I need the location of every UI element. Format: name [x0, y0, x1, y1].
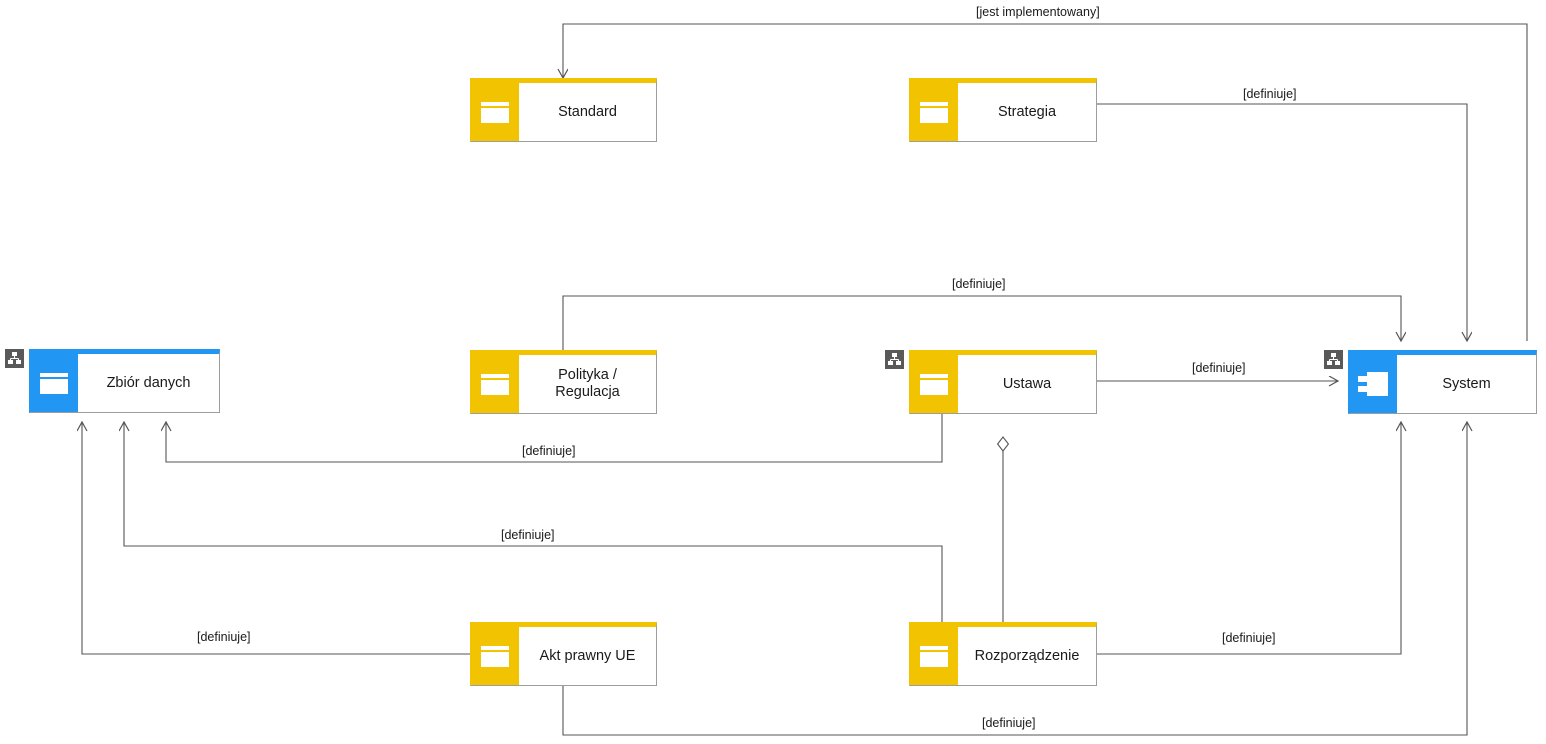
node-label: System — [1442, 375, 1491, 392]
node-zbior-danych[interactable]: Zbiór danych — [29, 349, 220, 413]
document-icon — [471, 83, 519, 141]
node-ustawa[interactable]: Ustawa — [909, 350, 1097, 414]
node-strategia[interactable]: Strategia — [909, 78, 1097, 142]
edge-paths — [82, 23, 1528, 736]
edge-label-e1: [jest implementowany] — [973, 5, 1103, 19]
edge-polityka-to-system[interactable] — [562, 295, 1401, 350]
document-icon — [30, 354, 78, 412]
node-label: Akt prawny UE — [539, 647, 636, 664]
node-system[interactable]: System — [1348, 350, 1537, 414]
document-icon — [910, 355, 958, 413]
edge-label-e2: [definiuje] — [1240, 87, 1300, 101]
edge-label-e6: [definiuje] — [498, 528, 558, 542]
node-akt-prawny-ue[interactable]: Akt prawny UE — [470, 622, 657, 686]
edge-label-e7: [definiuje] — [194, 630, 254, 644]
edge-label-e5: [definiuje] — [519, 444, 579, 458]
document-icon — [910, 83, 958, 141]
document-icon — [471, 355, 519, 413]
hierarchy-icon[interactable] — [5, 349, 24, 368]
hierarchy-icon[interactable] — [885, 350, 904, 369]
document-icon — [471, 627, 519, 685]
node-label: Standard — [558, 103, 617, 120]
node-label: Polityka / Regulacja — [555, 367, 620, 400]
edge-akt-prawny-ue-to-system[interactable] — [562, 422, 1467, 736]
edge-system-to-standard[interactable] — [563, 23, 1528, 341]
document-icon — [910, 627, 958, 685]
edge-rozporzadzenie-to-system[interactable] — [1097, 422, 1401, 655]
edge-akt-prawny-ue-to-zbior-danych[interactable] — [82, 422, 470, 655]
node-rozporzadzenie[interactable]: Rozporządzenie — [909, 622, 1097, 686]
edge-label-e9: [definiuje] — [979, 716, 1039, 730]
edge-label-e4: [definiuje] — [1189, 361, 1249, 375]
edge-label-e3: [definiuje] — [949, 277, 1009, 291]
component-icon — [1349, 355, 1397, 413]
edge-ustawa-to-zbior-danych[interactable] — [166, 414, 943, 463]
node-label: Zbiór danych — [106, 374, 191, 391]
edge-rozporzadzenie-to-zbior-danych[interactable] — [124, 422, 943, 622]
hierarchy-icon[interactable] — [1324, 350, 1343, 369]
edge-label-e8: [definiuje] — [1219, 631, 1279, 645]
node-label: Strategia — [997, 103, 1057, 120]
node-label: Rozporządzenie — [974, 647, 1080, 664]
node-standard[interactable]: Standard — [470, 78, 657, 142]
node-label: Ustawa — [1002, 375, 1052, 392]
node-polityka[interactable]: Polityka / Regulacja — [470, 350, 657, 414]
edge-strategia-to-system[interactable] — [1097, 103, 1467, 341]
